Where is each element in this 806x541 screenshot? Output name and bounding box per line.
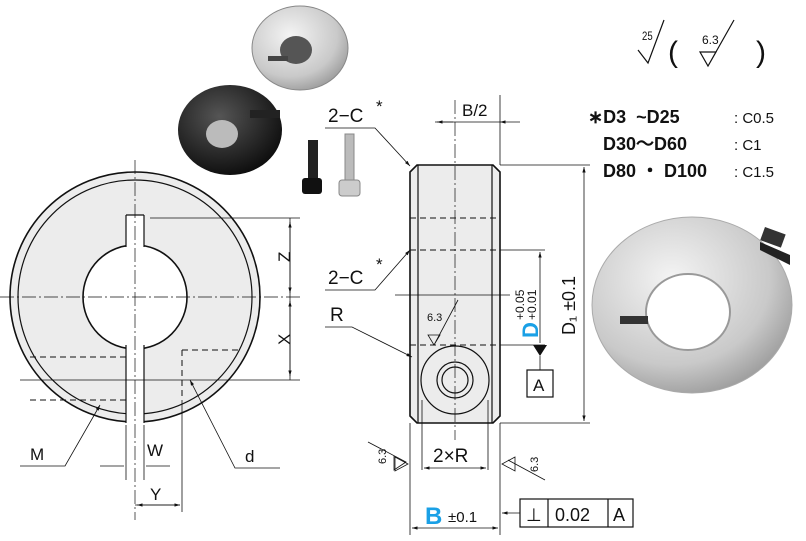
front-view: Z X M W Y d xyxy=(0,160,300,520)
svg-text:∗D3 ~D25: ∗D3 ~D25 xyxy=(588,107,680,127)
svg-text:Y: Y xyxy=(150,485,161,504)
svg-text:6.3: 6.3 xyxy=(427,312,442,324)
perpendicularity-frame: ⊥ 0.02 A xyxy=(519,498,634,528)
svg-text:2×R: 2×R xyxy=(433,446,468,467)
svg-text:⊥: ⊥ xyxy=(526,505,542,525)
black-collar-photo xyxy=(178,85,282,175)
svg-text:D₁ ±0.1: D₁ ±0.1 xyxy=(559,276,579,335)
chamfer-table: ∗D3 ~D25 : C0.5 D30〜D60 : C1 D80 ・ D100 … xyxy=(588,107,774,181)
svg-text:A: A xyxy=(533,376,545,395)
svg-text:D: D xyxy=(518,322,543,338)
svg-text:(: ( xyxy=(668,36,678,69)
svg-text:W: W xyxy=(147,441,163,460)
svg-text:±0.1: ±0.1 xyxy=(448,509,477,526)
side-view: B/2 2−C * 2−C * R 6.3 D +0.05 +0.01 A D₁… xyxy=(325,95,634,535)
svg-text:B/2: B/2 xyxy=(462,101,488,120)
surface-roughness-symbol: 25 ( 6.3 ) xyxy=(637,19,766,69)
collar-product-photo xyxy=(591,216,793,394)
svg-text:Z: Z xyxy=(275,252,294,262)
svg-text:M: M xyxy=(30,445,44,464)
svg-text:+0.05: +0.05 xyxy=(513,289,527,320)
svg-text:D80 ・ D100: D80 ・ D100 xyxy=(603,161,707,181)
svg-text:2−C: 2−C xyxy=(328,106,363,127)
svg-text:B: B xyxy=(425,503,442,530)
svg-text:25: 25 xyxy=(642,30,653,43)
svg-text:2−C: 2−C xyxy=(328,268,363,289)
svg-text:6.3: 6.3 xyxy=(377,449,389,464)
svg-text:d: d xyxy=(245,447,254,466)
svg-text:6.3: 6.3 xyxy=(702,33,719,47)
svg-text:: C0.5: : C0.5 xyxy=(734,110,774,127)
svg-text:X: X xyxy=(275,334,294,345)
svg-text:): ) xyxy=(756,36,766,69)
silver-collar-photo xyxy=(251,5,349,91)
svg-text:*: * xyxy=(376,97,383,116)
svg-text:*: * xyxy=(376,255,383,274)
screws-photo xyxy=(302,133,361,197)
svg-text:: C1.5: : C1.5 xyxy=(734,164,774,181)
svg-text:6.3: 6.3 xyxy=(529,457,541,472)
svg-text:+0.01: +0.01 xyxy=(525,289,539,320)
svg-text:D30〜D60: D30〜D60 xyxy=(603,134,687,154)
svg-text:0.02: 0.02 xyxy=(555,505,590,525)
svg-text:A: A xyxy=(613,505,625,525)
svg-text:R: R xyxy=(330,305,344,326)
svg-text:: C1: : C1 xyxy=(734,137,762,154)
